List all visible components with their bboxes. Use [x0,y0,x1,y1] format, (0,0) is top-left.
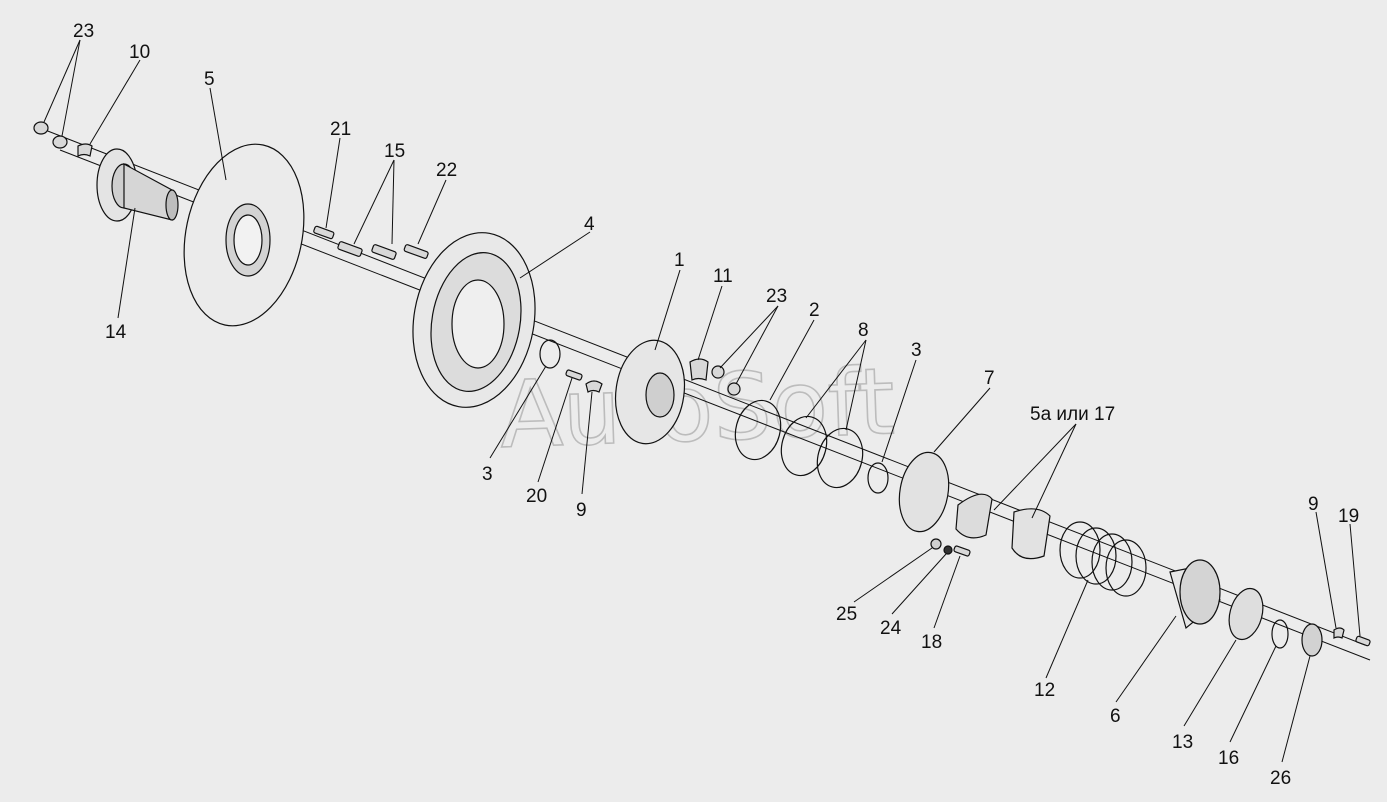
callout-14: 14 [105,322,127,343]
lock-plate-part-10 [77,143,93,157]
nut-part-23 [33,121,68,149]
leader-lines [43,39,1361,763]
callout-19: 19 [1338,506,1359,527]
callout-10: 10 [129,42,150,63]
clip-part-9b [1333,627,1345,639]
callout-7: 7 [984,368,995,389]
callout-1: 1 [674,250,685,271]
callout-18: 18 [921,632,942,653]
bolt-part-18 [953,545,971,557]
spring-part-12 [1059,521,1147,597]
diaphragm-part-5a-17 [955,493,1051,560]
callout-4: 4 [584,214,595,235]
callout-25: 25 [836,604,857,625]
callout-16: 16 [1218,748,1239,769]
callout-5: 5 [204,69,215,90]
nut-part-23b [711,365,741,396]
cover-part-7 [898,451,950,533]
callout-21: 21 [330,119,351,140]
callout-3-right: 3 [911,340,922,361]
callout-labels: 23 10 5 14 21 15 22 4 1 11 23 2 8 3 7 5а… [73,21,1359,789]
bolt-part-19 [1355,635,1371,647]
callout-26: 26 [1270,768,1291,789]
callout-9-left: 9 [576,500,587,521]
callout-5a-or-17: 5а или 17 [1030,404,1115,425]
callout-13: 13 [1172,732,1193,753]
wheel-part-4 [412,232,536,408]
callout-2: 2 [809,300,820,321]
ring-part-16 [1271,619,1289,649]
callout-6: 6 [1110,706,1121,727]
washer-part-25 [930,538,942,550]
callout-20: 20 [526,486,547,507]
callout-24: 24 [880,618,902,639]
callout-23-left: 23 [73,21,94,42]
disk-part-5 [183,143,305,327]
callout-23-mid: 23 [766,286,787,307]
callout-9-right: 9 [1308,494,1319,515]
clip-part-9a [585,380,603,393]
callout-11: 11 [713,266,733,287]
flange-part-13 [1228,587,1264,641]
lock-plate-part-11 [689,358,709,381]
ring-part-2 [734,399,782,461]
sleeve-part-6 [1169,559,1221,630]
washer-part-24 [943,545,953,555]
bolts-parts-21-15-22 [313,225,429,260]
callout-22: 22 [436,160,457,181]
snap-ring-part-3b [867,462,889,494]
snap-ring-part-3a [539,339,561,369]
hub-part-1 [614,339,686,445]
callout-3-left: 3 [482,464,493,485]
callout-12: 12 [1034,680,1055,701]
callout-8: 8 [858,320,869,341]
bolt-part-20 [565,369,583,381]
flange-shaft-part-14 [96,148,179,222]
ring-part-26 [1301,623,1323,657]
callout-15: 15 [384,141,405,162]
ring-part-8 [780,415,864,489]
